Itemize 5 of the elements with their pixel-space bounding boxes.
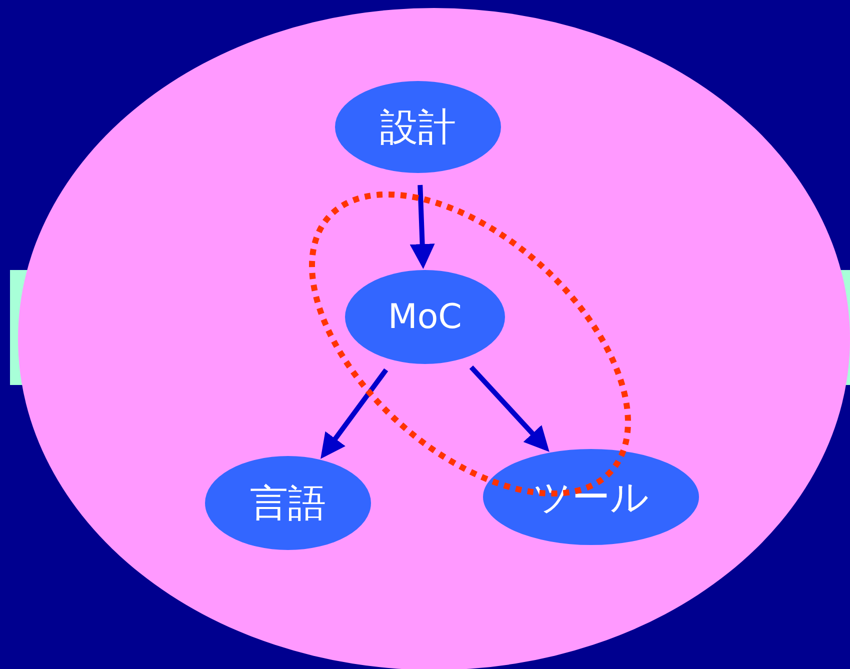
node-label: 設計 bbox=[380, 104, 456, 150]
node-label: 言語 bbox=[250, 480, 326, 526]
arrow bbox=[410, 184, 435, 269]
node-label: MoC bbox=[388, 297, 462, 337]
arrow bbox=[469, 365, 550, 452]
